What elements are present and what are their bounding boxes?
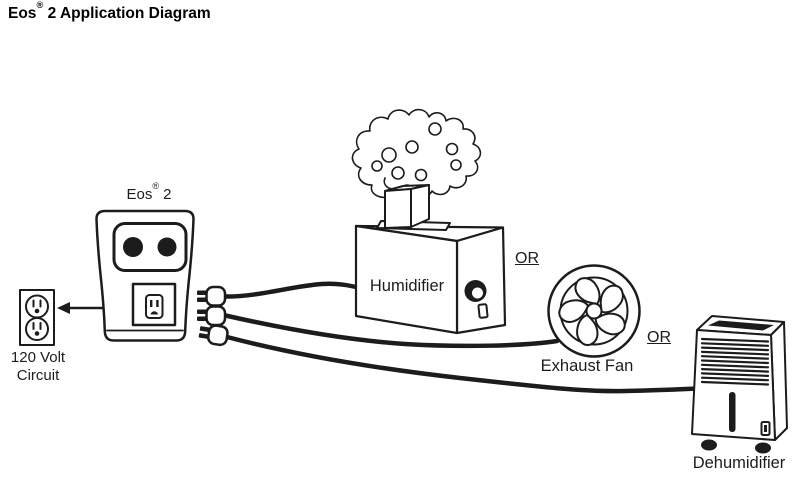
plug-icon-3 (198, 324, 229, 347)
humidifier-label: Humidifier (369, 277, 445, 295)
sensor-panel (112, 222, 188, 272)
power-cords (222, 281, 701, 394)
or-connector-2: OR (647, 329, 671, 346)
or-connector-1: OR (515, 250, 539, 267)
steam-icon (351, 108, 482, 219)
power-cord-dehumidifier (224, 334, 701, 394)
exhaust-fan-label: Exhaust Fan (540, 357, 634, 375)
wall-outlet-drawing (19, 289, 55, 346)
foot-right (755, 442, 771, 454)
power-cord-humidifier (222, 281, 363, 299)
louver-lines (700, 337, 770, 386)
dehumidifier-label: Dehumidifier (692, 454, 786, 472)
dehumidifier-handle (729, 392, 736, 432)
exhaust-fan-drawing (547, 264, 641, 358)
plug-icon-2 (197, 305, 227, 327)
fan-blades (558, 277, 626, 346)
eos2-controller-drawing (95, 209, 195, 342)
humidifier-drawing (351, 108, 507, 335)
controller-label: Eos® 2 (126, 180, 172, 203)
power-source-label-line2: Circuit (16, 366, 60, 384)
receptacle (145, 294, 164, 319)
plug-icon-1 (197, 285, 227, 307)
dehumidifier-drawing (691, 315, 788, 454)
sensor-knob-left (123, 237, 143, 257)
fan-hub (585, 302, 603, 320)
power-cord-exhaust-fan (223, 313, 560, 349)
power-source-label-line1: 120 Volt (10, 349, 66, 366)
sensor-knob-right (157, 237, 177, 257)
plug-icons (197, 285, 229, 347)
power-source-label: 120 Volt Circuit (0, 349, 76, 384)
arrow-icon (57, 302, 108, 314)
chimney (384, 184, 430, 229)
humidifier-switch (477, 303, 489, 319)
page-title: Eos® 2 Application Diagram (8, 0, 211, 22)
foot-left (701, 439, 717, 451)
